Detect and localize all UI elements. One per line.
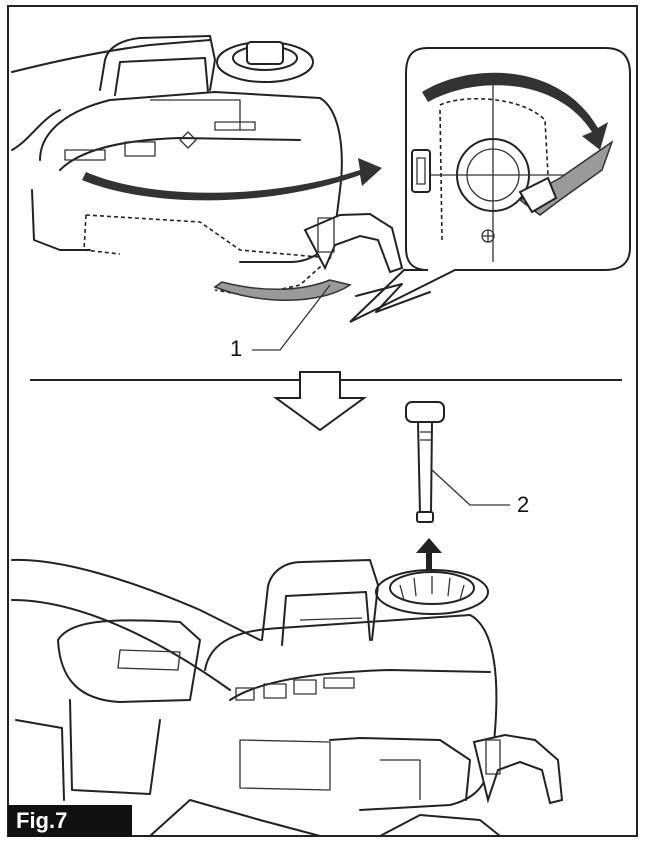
callout-1: 1 bbox=[230, 336, 243, 361]
figure-label: Fig.7 bbox=[8, 805, 132, 837]
callout-2: 2 bbox=[517, 492, 530, 517]
up-arrow-icon bbox=[416, 538, 442, 570]
down-arrow-icon bbox=[272, 371, 368, 432]
tool-bottom-illustration bbox=[11, 401, 564, 837]
inset-detail bbox=[349, 47, 631, 323]
tool-top-illustration bbox=[11, 35, 404, 351]
figure-frame bbox=[7, 5, 638, 837]
